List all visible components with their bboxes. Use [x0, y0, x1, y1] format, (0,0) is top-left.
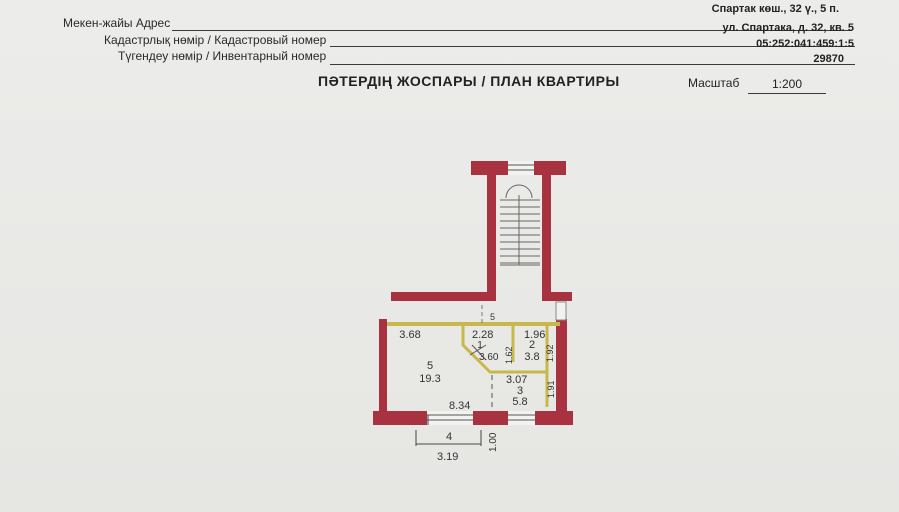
dim-191: 1.91 [546, 380, 556, 398]
dim-100: 1.00 [488, 432, 499, 452]
dim-368: 3.68 [399, 329, 420, 341]
apartment [373, 301, 573, 425]
inventory-underline [330, 64, 855, 65]
scale-label: Масштаб [688, 76, 740, 90]
stair-right-wall [542, 175, 551, 301]
landing-left-wall [391, 292, 496, 301]
door-swing-b [471, 344, 487, 361]
stair-left-wall [487, 175, 496, 301]
dim-834: 8.34 [449, 400, 470, 412]
dim-319: 3.19 [437, 451, 458, 463]
cadastral-label: Кадастрлық нөмір / Кадастровый номер [104, 33, 327, 47]
door-swing-a [469, 344, 487, 356]
inventory-label: Түгендеу нөмір / Инвентарный номер [118, 49, 327, 63]
plan-title: ПӘТЕРДІҢ ЖОСПАРЫ / ПЛАН КВАРТИРЫ [318, 73, 620, 89]
stair-steps [500, 195, 540, 266]
right-wall [556, 319, 567, 415]
room-1-number: 1 [477, 340, 483, 351]
landing-right-wall [542, 292, 572, 301]
room-2-number: 2 [529, 339, 535, 351]
address-underline [172, 30, 852, 31]
scale-value: 1:200 [772, 77, 803, 91]
scale-underline [748, 93, 826, 94]
room-2-area: 3.8 [524, 351, 539, 363]
dim-162: 1.62 [504, 346, 514, 364]
stairwell [391, 161, 572, 301]
dim-360: 3.60 [479, 352, 499, 363]
address-label: Мекен-жайы Адрес [63, 16, 171, 30]
dim-228: 2.28 [472, 329, 493, 341]
left-wall [379, 319, 387, 415]
address-line-ru: ул. Спартака, д. 32, кв. 5 [722, 22, 854, 34]
stair-window [508, 161, 534, 175]
inventory-value: 29870 [813, 53, 844, 65]
room-3-area: 5.8 [512, 396, 527, 408]
dim-192: 1.92 [545, 344, 555, 362]
dimension-lines [415, 415, 482, 446]
dim-5-top: 5 [490, 312, 495, 322]
plan-labels: 3.68 2.28 5 1.96 1.92 1.62 3.60 3.07 1.9… [399, 312, 556, 463]
dim-4: 4 [446, 431, 452, 443]
cadastral-value: 05:252:041:459:1:5 [756, 38, 854, 50]
dim-307: 3.07 [506, 374, 527, 386]
address-line-kz: Спартак көш., 32 ү., 5 п. [711, 3, 839, 15]
room-5-number: 5 [427, 360, 433, 372]
cadastral-underline [330, 46, 855, 47]
stair-turn [505, 184, 533, 199]
dim-196: 1.96 [524, 329, 545, 341]
room-5-area: 19.3 [419, 373, 440, 385]
entry-door [555, 301, 567, 321]
top-partition [387, 322, 560, 326]
room-3-number: 3 [517, 385, 523, 397]
window-left [427, 411, 473, 425]
corridor-partition [461, 326, 547, 374]
window-right [508, 411, 535, 425]
